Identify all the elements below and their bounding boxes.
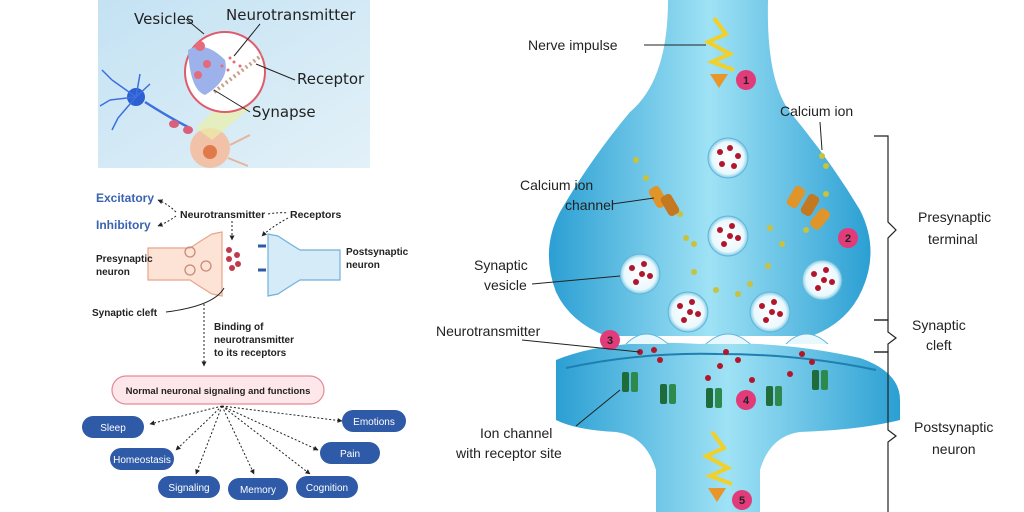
neurotransmitter-label-mid: Neurotransmitter: [180, 209, 265, 221]
step-4-marker: [736, 390, 756, 410]
postsynaptic-label-2: neuron: [346, 260, 380, 271]
ion-channel-label-1: Ion channel: [480, 425, 552, 441]
right-panel: 1 2 3 4 5 Nerve impulse Calcium ion Calc…: [436, 0, 993, 512]
receptor-pointer: [255, 63, 296, 81]
ion-channel-label-2: with receptor site: [455, 445, 562, 461]
pill-memory: [228, 478, 288, 500]
presynaptic-label-2: neuron: [96, 267, 130, 278]
presynaptic-shape: [147, 231, 223, 297]
magnified-synapse: [184, 31, 266, 113]
presynaptic-terminal-shape: [548, 0, 871, 336]
presynaptic-terminal-label-1: Presynaptic: [918, 209, 991, 225]
pill-sleep: [82, 416, 144, 438]
step-1-marker: [736, 70, 756, 90]
step-2-label: 2: [845, 233, 851, 245]
pill-pain: [320, 442, 380, 464]
nerve-impulse-bolt: [703, 16, 735, 88]
inhibitory-label: Inhibitory: [96, 218, 151, 232]
calcium-channels: [648, 185, 831, 230]
postsynaptic-neuron-label-2: neuron: [932, 441, 976, 457]
pill-pain-label: Pain: [340, 449, 360, 460]
postsynaptic-bracket: [874, 351, 897, 512]
nerve-impulse-label: Nerve impulse: [528, 37, 618, 53]
neurotransmitter-pointer-right: [521, 339, 641, 353]
excitatory-label: Excitatory: [96, 191, 154, 205]
step-1-label: 1: [743, 75, 749, 87]
step-markers: 1 2 3 4 5: [600, 70, 858, 510]
postsynaptic-shape: [267, 233, 341, 297]
calcium-ion-pointer: [819, 121, 823, 151]
pill-cognition-label: Cognition: [306, 483, 348, 494]
synaptic-cleft-label-right-1: Synaptic: [912, 317, 966, 333]
cleft-bracket: [874, 319, 897, 353]
receptors-label: Receptors: [290, 209, 342, 221]
postsynaptic-label-1: Postsynaptic: [346, 247, 409, 258]
receptors-line: [267, 212, 289, 215]
calcium-ions: [633, 153, 829, 297]
inhibitory-arrow: [157, 215, 177, 227]
postsynaptic-neuron-label-1: Postsynaptic: [914, 419, 993, 435]
receptors-arrow: [261, 217, 289, 237]
synaptic-cleft-label-right-2: cleft: [926, 337, 952, 353]
step-3-marker: [600, 330, 620, 350]
neurotransmitter-label-top: Neurotransmitter: [226, 6, 356, 24]
binding-line-1: Binding of: [214, 322, 264, 333]
step-3-label: 3: [607, 335, 613, 347]
postsynaptic-neuron-shape: [556, 342, 900, 512]
binding-line-2: neurotransmitter: [214, 335, 294, 346]
synaptic-cleft-label-left: Synaptic cleft: [92, 308, 158, 319]
pill-signaling: [158, 476, 220, 498]
vesicles-label: Vesicles: [134, 10, 194, 28]
presynaptic-label-1: Presynaptic: [96, 254, 153, 265]
step-5-marker: [732, 490, 752, 510]
ion-channel-pointer: [575, 389, 621, 427]
pill-memory-label: Memory: [240, 485, 276, 496]
calcium-channel-label-1: Calcium ion: [520, 177, 593, 193]
step-5-label: 5: [739, 495, 745, 507]
pill-signaling-label: Signaling: [168, 483, 209, 494]
pill-emotions-label: Emotions: [353, 417, 395, 428]
bottom-left-panel: Excitatory Inhibitory Neurotransmitter R…: [82, 191, 409, 500]
step-2-marker: [838, 228, 858, 248]
fusing-vesicles: [625, 333, 829, 345]
vesicles-pointer: [185, 18, 205, 35]
cleft-neurotransmitters: [637, 347, 815, 383]
pill-sleep-label: Sleep: [100, 423, 126, 434]
pill-homeostasis-label: Homeostasis: [113, 455, 171, 466]
normal-signaling-box: [111, 375, 325, 405]
binding-line-3: to its receptors: [214, 348, 287, 359]
top-left-panel: Vesicles Neurotransmitter Receptor Synap…: [98, 0, 370, 168]
calcium-channel-label-2: channel: [565, 197, 614, 213]
synapse-label: Synapse: [252, 103, 316, 121]
receptor-label: Receptor: [297, 70, 365, 88]
synapse-pointer: [213, 89, 251, 113]
pill-cognition: [296, 476, 358, 498]
function-arrows: [149, 405, 343, 475]
postsynaptic-impulse-bolt: [701, 430, 733, 502]
excitatory-arrow: [157, 199, 177, 213]
neurotransmitter-dots-left: [226, 247, 241, 271]
synaptic-vesicle-pointer: [531, 275, 621, 285]
normal-signaling-label: Normal neuronal signaling and functions: [126, 386, 311, 397]
presynaptic-bracket: [874, 135, 897, 321]
step-4-label: 4: [743, 395, 750, 407]
synaptic-vesicle-label-1: Synaptic: [474, 257, 528, 273]
receptor-ion-channels: [622, 370, 828, 408]
neurotransmitter-label-right: Neurotransmitter: [436, 323, 541, 339]
synaptic-cleft-pointer-left: [165, 287, 225, 313]
function-pills: Sleep Emotions Homeostasis Pain Signalin…: [82, 410, 406, 500]
synaptic-vesicle-label-2: vesicle: [484, 277, 527, 293]
neurotransmitter-pointer-top: [233, 23, 261, 57]
calcium-channel-pointer: [611, 197, 655, 205]
receptor-marks: [258, 244, 266, 272]
presynaptic-terminal-label-2: terminal: [928, 231, 978, 247]
pill-emotions: [342, 410, 406, 432]
vesicles: [619, 137, 843, 333]
pill-homeostasis: [110, 448, 174, 470]
calcium-ion-label: Calcium ion: [780, 103, 853, 119]
postsynaptic-membrane: [565, 352, 877, 371]
